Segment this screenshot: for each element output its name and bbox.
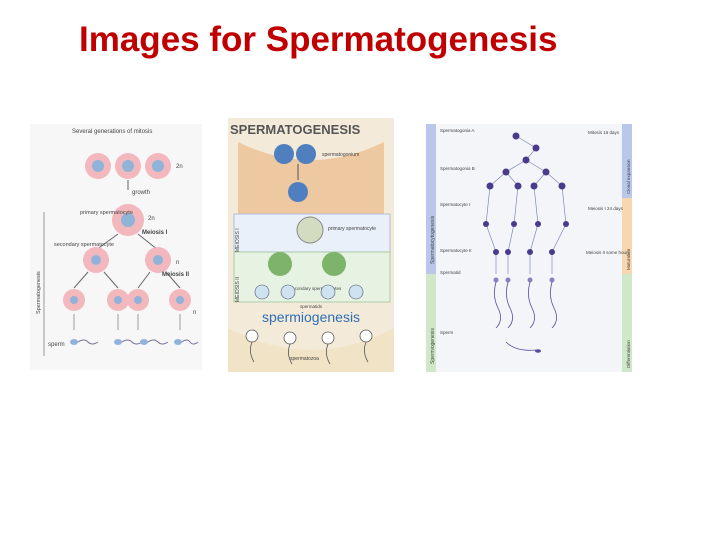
slide-title: Images for Spermatogenesis [79,20,558,60]
spermatid-node [528,278,533,283]
stage-label: Spermatogonia A [440,128,475,133]
diagram-1-side-label: Spermatogenesis [36,271,42,314]
tree-node [515,183,522,190]
tree-node [483,221,489,227]
tree-node [543,169,550,176]
spermatid-cell [281,285,295,299]
spermatogonium-cell [274,144,294,164]
tree-node [503,169,510,176]
spermatocytogenesis-label: Spermatocytogenesis [430,215,436,264]
secondary-spermatocyte-label: secondary spermatocyte [54,242,114,248]
sperm-row [70,339,198,345]
tree-node [563,221,569,227]
spermatogenesis-diagram-3: Spermatocytogenesis Spermiogenesis Clona… [426,124,632,372]
spermatozoon-head [284,332,296,344]
cell-nucleus [92,160,104,172]
sperm-tail [78,340,98,344]
ploidy-label: 2n [148,216,155,222]
spermatid-cell [349,285,363,299]
tree-node [535,221,541,227]
spermatid-node [506,278,511,283]
primary-spermatocyte-label: primary spermatocyte [328,226,376,232]
tree-node [527,249,533,255]
sperm-head [535,349,541,353]
stage-label: Spermatogonia B [440,166,475,171]
diagram-3-canvas: Spermatocytogenesis Spermiogenesis Clona… [426,124,632,372]
spermatid-node [550,278,555,283]
meiosis-1-side-label: MEIOSIS I [235,228,241,252]
tree-node [559,183,566,190]
tree-node [505,249,511,255]
secondary-spermatocyte-cell [268,252,292,276]
sperm-head [114,339,122,345]
spermatozoon-head [246,330,258,342]
spermatogonia-row: 2n [85,153,183,179]
diagram-2-canvas: SPERMATOGENESIS spermatogonium MEIOSIS I… [228,118,394,372]
primary-spermatocyte-cell [297,217,323,243]
cell-nucleus [153,255,163,265]
ploidy-label: n [176,260,179,266]
sperm-head [70,339,78,345]
tree-node [493,249,499,255]
meiosis-1-label: Meiosis I [142,230,168,236]
diagram-1-header: Several generations of mitosis [72,129,152,135]
cell-nucleus [176,296,184,304]
spermatogonium-label: spermatogonium [322,152,359,158]
tree-node [513,133,520,140]
cell-nucleus [134,296,142,304]
cell-nucleus [91,255,101,265]
primary-spermatocyte-label: primary spermatocyte [80,210,133,216]
spermatogenesis-diagram-1: Several generations of mitosis Spermatog… [30,124,202,370]
spermatid-row: n [63,289,196,316]
tree-node [511,221,517,227]
stage-label: Spermatocyte II [440,248,472,253]
duration-label: Meiosis I 24 days [588,206,624,211]
spermatogonium-cell [296,144,316,164]
duration-label: Mitosis 16 days [588,130,620,135]
spermatogenesis-diagram-2: SPERMATOGENESIS spermatogonium MEIOSIS I… [228,118,394,372]
meiosis-2-side-label: MEIOSIS II [235,277,241,302]
spermatid-node [494,278,499,283]
spermatozoon-head [322,332,334,344]
cell-nucleus [70,296,78,304]
differentiation-label: Differentiation [626,340,631,368]
tree-node [533,145,540,152]
cell-nucleus [152,160,164,172]
sperm-tail [148,340,168,344]
sperm-tail [182,340,198,344]
sperm-label: sperm [48,342,65,348]
spermatid-cell [255,285,269,299]
sperm-head [174,339,182,345]
ploidy-label: n [193,310,196,316]
sperm-head [140,339,148,345]
cell-nucleus [122,160,134,172]
diagram-2-title: SPERMATOGENESIS [230,122,361,137]
diagram-1-canvas: Several generations of mitosis Spermatog… [30,124,202,370]
sperm-tail [122,340,142,344]
secondary-spermatocyte-cell [322,252,346,276]
stage-label: Spermatocyte I [440,202,470,207]
tree-node [523,157,530,164]
spermatid-cell [321,285,335,299]
ploidy-label: 2n [176,164,183,170]
spermatozoa-label: spermatozoa [290,356,319,362]
tree-node [531,183,538,190]
tree-node [487,183,494,190]
duration-label: Meiosis II some hours [586,250,631,255]
clonal-expansion-label: Clonal expansion [626,159,631,194]
growth-label: growth [132,190,150,196]
spermatozoon-head [360,330,372,342]
spermiogenesis-label: Spermiogenesis [430,328,436,364]
cell-nucleus [114,296,122,304]
tree-node [549,249,555,255]
stage-label: Sperm [440,330,454,335]
arrows [74,314,180,330]
spermiogenesis-word: spermiogenesis [262,309,360,325]
stage-label: Spermatid [440,270,461,275]
meiosis-2-label: Meiosis II [162,272,189,278]
spermatogonium-cell [288,182,308,202]
